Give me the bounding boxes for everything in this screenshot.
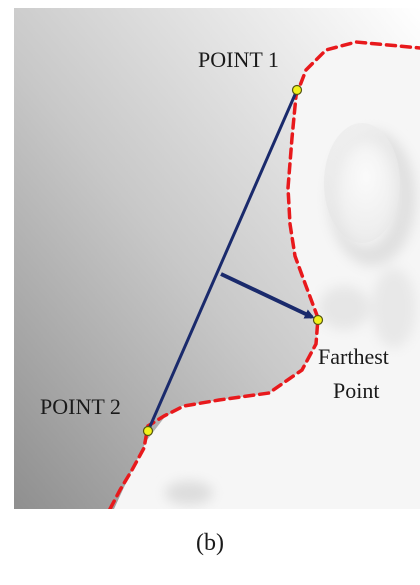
point2-label: POINT 2 — [40, 394, 121, 419]
figure-caption: (b) — [196, 530, 224, 556]
face-highlight — [324, 123, 400, 243]
figure-panel: POINT 1 POINT 2 Farthest Point — [14, 8, 420, 511]
farthest-label-line1: Farthest — [318, 344, 389, 369]
point1-marker — [291, 84, 303, 96]
farthest-label-line2: Point — [333, 378, 379, 403]
figure-svg: POINT 1 POINT 2 Farthest Point — [14, 8, 420, 511]
point1-point2-line — [146, 89, 299, 432]
distance-arrow — [220, 272, 315, 319]
point1-label: POINT 1 — [198, 47, 279, 72]
farthest-point-marker — [312, 314, 324, 326]
point2-marker — [142, 425, 154, 437]
